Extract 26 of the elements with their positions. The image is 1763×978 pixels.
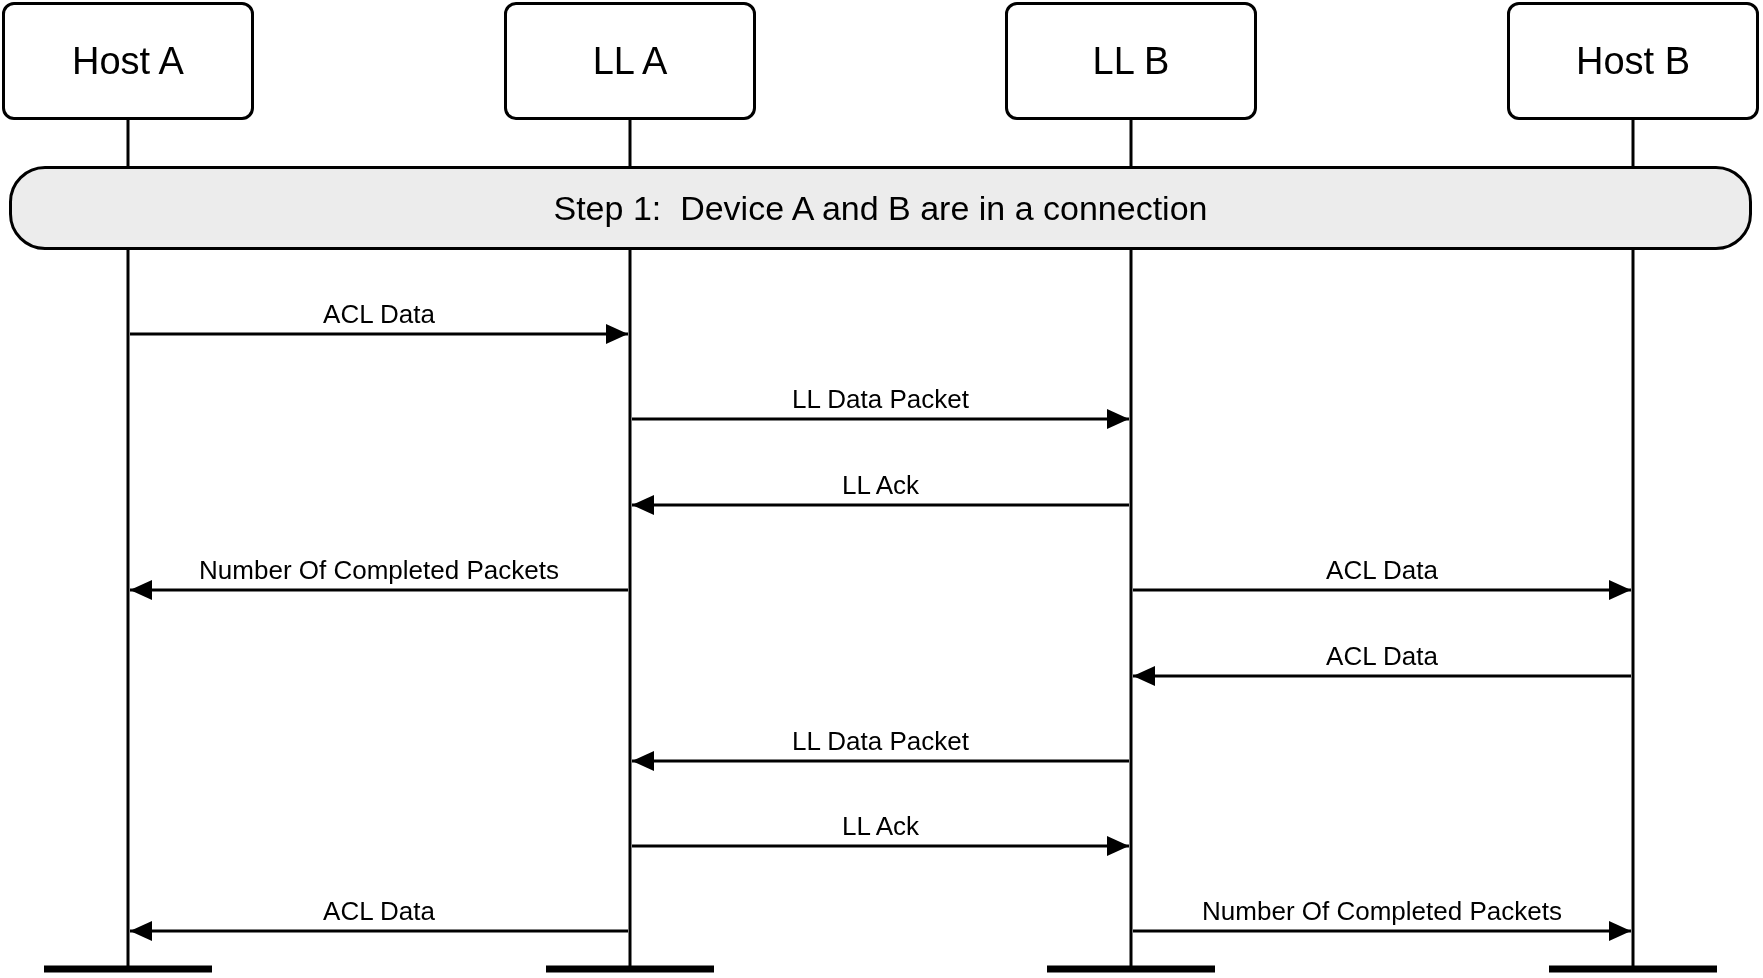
message-arrow: [130, 324, 628, 344]
edge-label: ACL Data: [1326, 642, 1438, 670]
message-arrow: [632, 751, 1129, 771]
step-text: Step 1: Device A and B are in a connection: [553, 188, 1208, 228]
participant-name: Host B: [1575, 39, 1690, 83]
participant-name: LL B: [1092, 39, 1170, 83]
edge-label: ACL Data: [323, 897, 435, 925]
participant-name: Host A: [72, 39, 184, 83]
edge-label: ACL Data: [323, 300, 435, 328]
edge-label: Number Of Completed Packets: [199, 556, 559, 584]
message-arrow: [1133, 666, 1631, 686]
message-arrow: [632, 409, 1129, 429]
step-band: [9, 166, 1752, 250]
message-arrow: [1133, 921, 1631, 941]
message-arrow: [632, 836, 1129, 856]
edge-label: LL Data Packet: [792, 385, 969, 413]
edge-label: LL Ack: [841, 812, 920, 840]
message-arrow: [130, 921, 628, 941]
edge-label: Number Of Completed Packets: [1202, 897, 1562, 925]
message-arrow: [130, 580, 628, 600]
edge-label: LL Data Packet: [792, 727, 969, 755]
message-arrow: [1133, 580, 1631, 600]
edge-label: ACL Data: [1326, 556, 1438, 584]
message-arrow: [632, 495, 1129, 515]
edge-label: LL Ack: [841, 471, 920, 499]
participant-name: LL A: [592, 39, 668, 83]
